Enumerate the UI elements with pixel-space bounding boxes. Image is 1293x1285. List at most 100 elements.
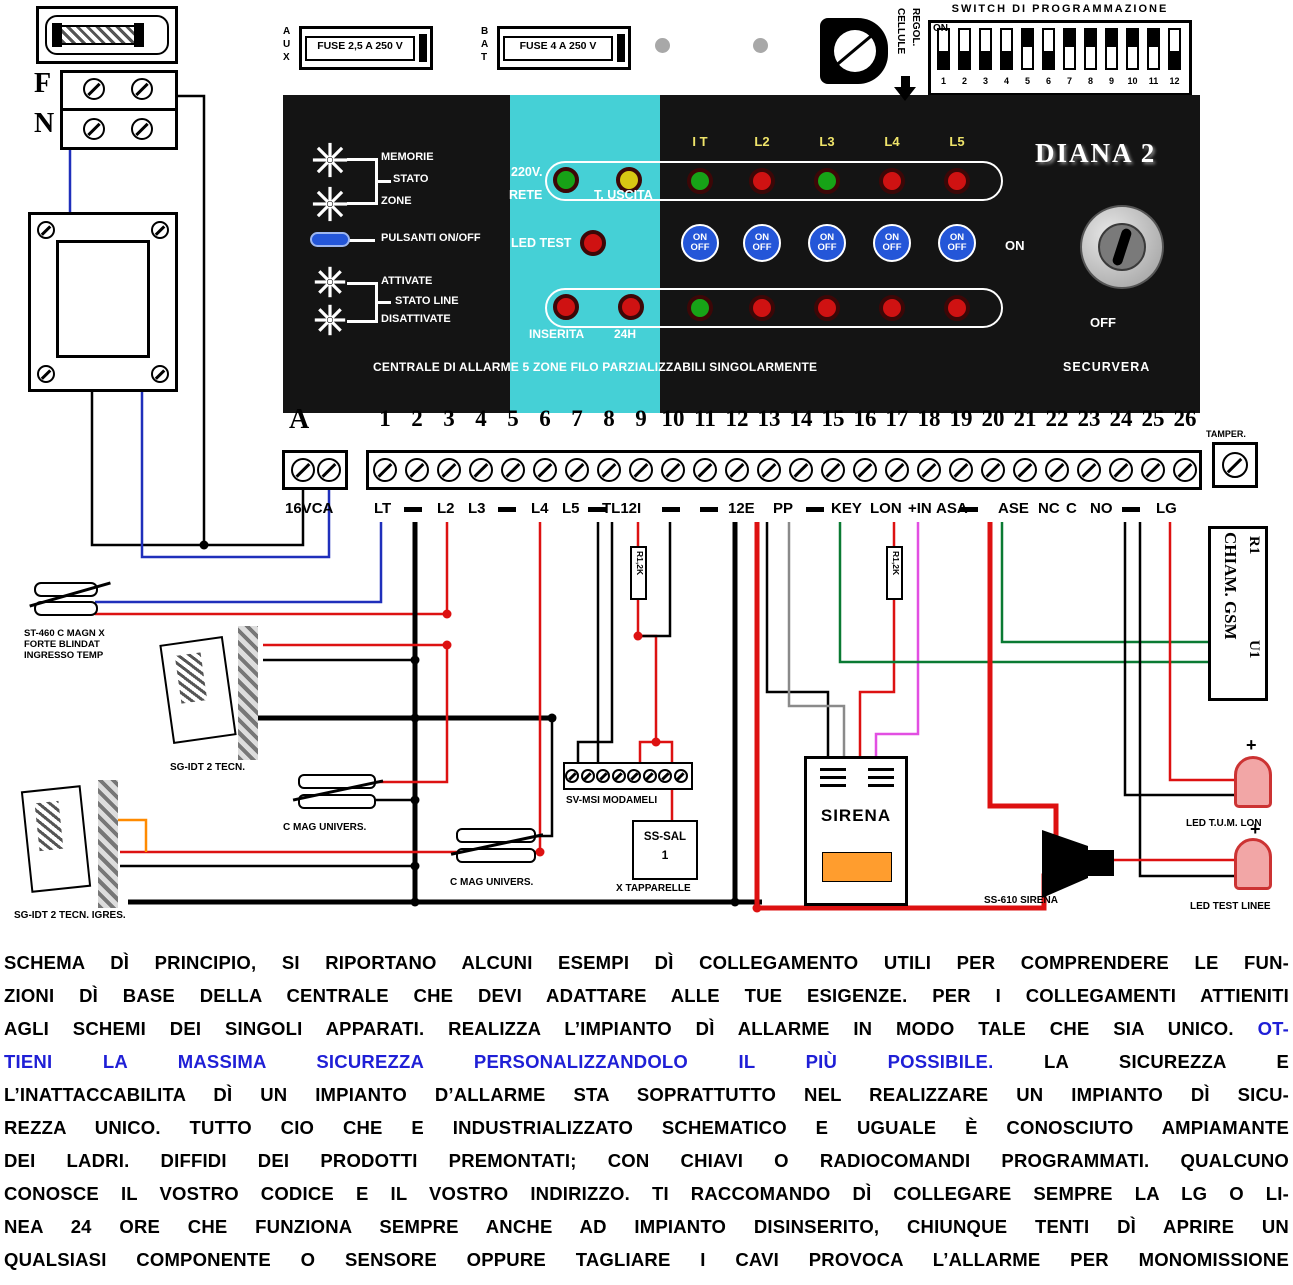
footer-segment: CONOSCE IL VOSTRO CODICE E IL VOSTRO IND… (4, 1183, 1289, 1204)
onoff-top-label: ON (819, 232, 835, 243)
terminal-screw-24 (1109, 458, 1133, 482)
terminal-screw-14 (789, 458, 813, 482)
label-n: N (34, 108, 55, 139)
dip-switch-11[interactable] (1147, 28, 1160, 70)
terminal-screw-5 (501, 458, 525, 482)
zone-label: L5 (949, 134, 965, 149)
terminal-screw-12 (725, 458, 749, 482)
dip-switch-12[interactable] (1168, 28, 1181, 70)
terminal-label-NO: NO (1090, 500, 1113, 517)
igres-label: SG-IDT 2 TECN. IGRES. (14, 910, 126, 921)
wire-magenta (874, 522, 920, 756)
cmag1-magnet (298, 794, 376, 809)
wire-gray (787, 522, 846, 756)
zone-bottom-led (944, 295, 970, 321)
dip-switch-2[interactable] (958, 28, 971, 70)
dip-switch-3[interactable] (979, 28, 992, 70)
svmsi-screw (611, 769, 626, 783)
terminal-screw-15 (821, 458, 845, 482)
dip-switch-5[interactable] (1021, 28, 1034, 70)
dip-switch-7[interactable] (1063, 28, 1076, 70)
dip-switch-nub (1128, 30, 1137, 48)
dip-number: 10 (1127, 76, 1138, 86)
wire-blue (140, 392, 331, 559)
pulsanti-pill-icon[interactable] (310, 232, 350, 247)
wire-orange (118, 818, 148, 852)
footer-segment: DEI LADRI. DIFFIDI DEI PRODOTTI PREMONTA… (4, 1150, 1289, 1171)
legend-line (347, 158, 375, 161)
wire-black (638, 522, 672, 638)
zone-bottom-led (814, 295, 840, 321)
onoff-bottom-label: OFF (752, 242, 772, 253)
terminal-number: 6 (539, 406, 551, 431)
sirena-vent (868, 776, 894, 779)
terminal-label-L3: L3 (468, 500, 486, 517)
resistor-2 (886, 546, 903, 600)
dip-switch-1[interactable] (937, 28, 950, 70)
wire-junction (730, 897, 740, 907)
wire-junction (410, 655, 420, 665)
key-on-label: ON (1005, 238, 1025, 253)
terminal-number: 3 (443, 406, 455, 431)
dip-title: SWITCH DI PROGRAMMAZIONE (951, 3, 1169, 15)
wire-dash (1122, 507, 1140, 512)
footer-line-5: L’INATTACCABILITA DÌ UN IMPIANTO D’ALLAR… (4, 1084, 1289, 1117)
wire-black (576, 522, 614, 762)
terminal-label-C: C (1066, 500, 1077, 517)
wire-junction (651, 737, 661, 747)
footer-line-10: QUALSIASI COMPONENTE O SENSORE OPPURE TA… (4, 1249, 1289, 1282)
transformer-screw (37, 221, 55, 239)
footer-line-9: NEA 24 ORE CHE FUNZIONA SEMPRE ANCHE AD … (4, 1216, 1289, 1249)
zone-bottom-led (749, 295, 775, 321)
footer-segment: SCHEMA DÌ PRINCIPIO, SI RIPORTANO ALCUNI… (4, 952, 1289, 973)
dip-switch-8[interactable] (1084, 28, 1097, 70)
footer-segment: LA SICUREZZA E (993, 1051, 1289, 1072)
wire-junction (410, 861, 420, 871)
aux-fuse-label: FUSE 2,5 A 250 V (317, 40, 403, 52)
terminal-label-LON: LON (870, 500, 902, 517)
terminal-screw-2 (405, 458, 429, 482)
igres-window (34, 800, 64, 852)
label-f: F (34, 68, 52, 99)
zone-label: I T (692, 134, 708, 149)
wire-blue (95, 522, 383, 604)
dip-switch-10[interactable] (1126, 28, 1139, 70)
wire-junction (442, 640, 452, 650)
label-220v: 220V. (511, 165, 543, 179)
sirena-label: SIRENA (820, 806, 892, 825)
dip-switch-6[interactable] (1042, 28, 1055, 70)
legend-line (347, 320, 375, 323)
power-terminal-label: 16VCA (285, 500, 334, 517)
dip-on-label: ON (933, 23, 948, 34)
terminal-label-ASE: ASE (998, 500, 1029, 517)
onoff-top-label: ON (949, 232, 965, 243)
terminal-label-KEY: KEY (831, 500, 862, 517)
terminal-screw-13 (757, 458, 781, 482)
mount-hole-right (753, 38, 768, 53)
legend-line (375, 158, 378, 205)
dip-switch-4[interactable] (1000, 28, 1013, 70)
terminal-number: 21 (1013, 406, 1037, 431)
regol-arrow-shaft (901, 76, 910, 87)
terminal-label-IN: +IN (908, 500, 932, 517)
t-uscita-led (616, 167, 642, 193)
dip-switch-nub (1065, 30, 1074, 48)
terminal-screw-10 (661, 458, 685, 482)
terminal-screw-8 (597, 458, 621, 482)
dip-switch-9[interactable] (1105, 28, 1118, 70)
sun-icon (314, 304, 346, 336)
legend-stato-line: STATO LINE (395, 295, 459, 307)
dip-switch-nub (981, 50, 990, 68)
onoff-top-label: ON (884, 232, 900, 243)
gsm-r1: R1 (1246, 536, 1262, 555)
sun-icon (312, 186, 348, 222)
terminal-number: 2 (411, 406, 423, 431)
terminal-number: 9 (635, 406, 647, 431)
